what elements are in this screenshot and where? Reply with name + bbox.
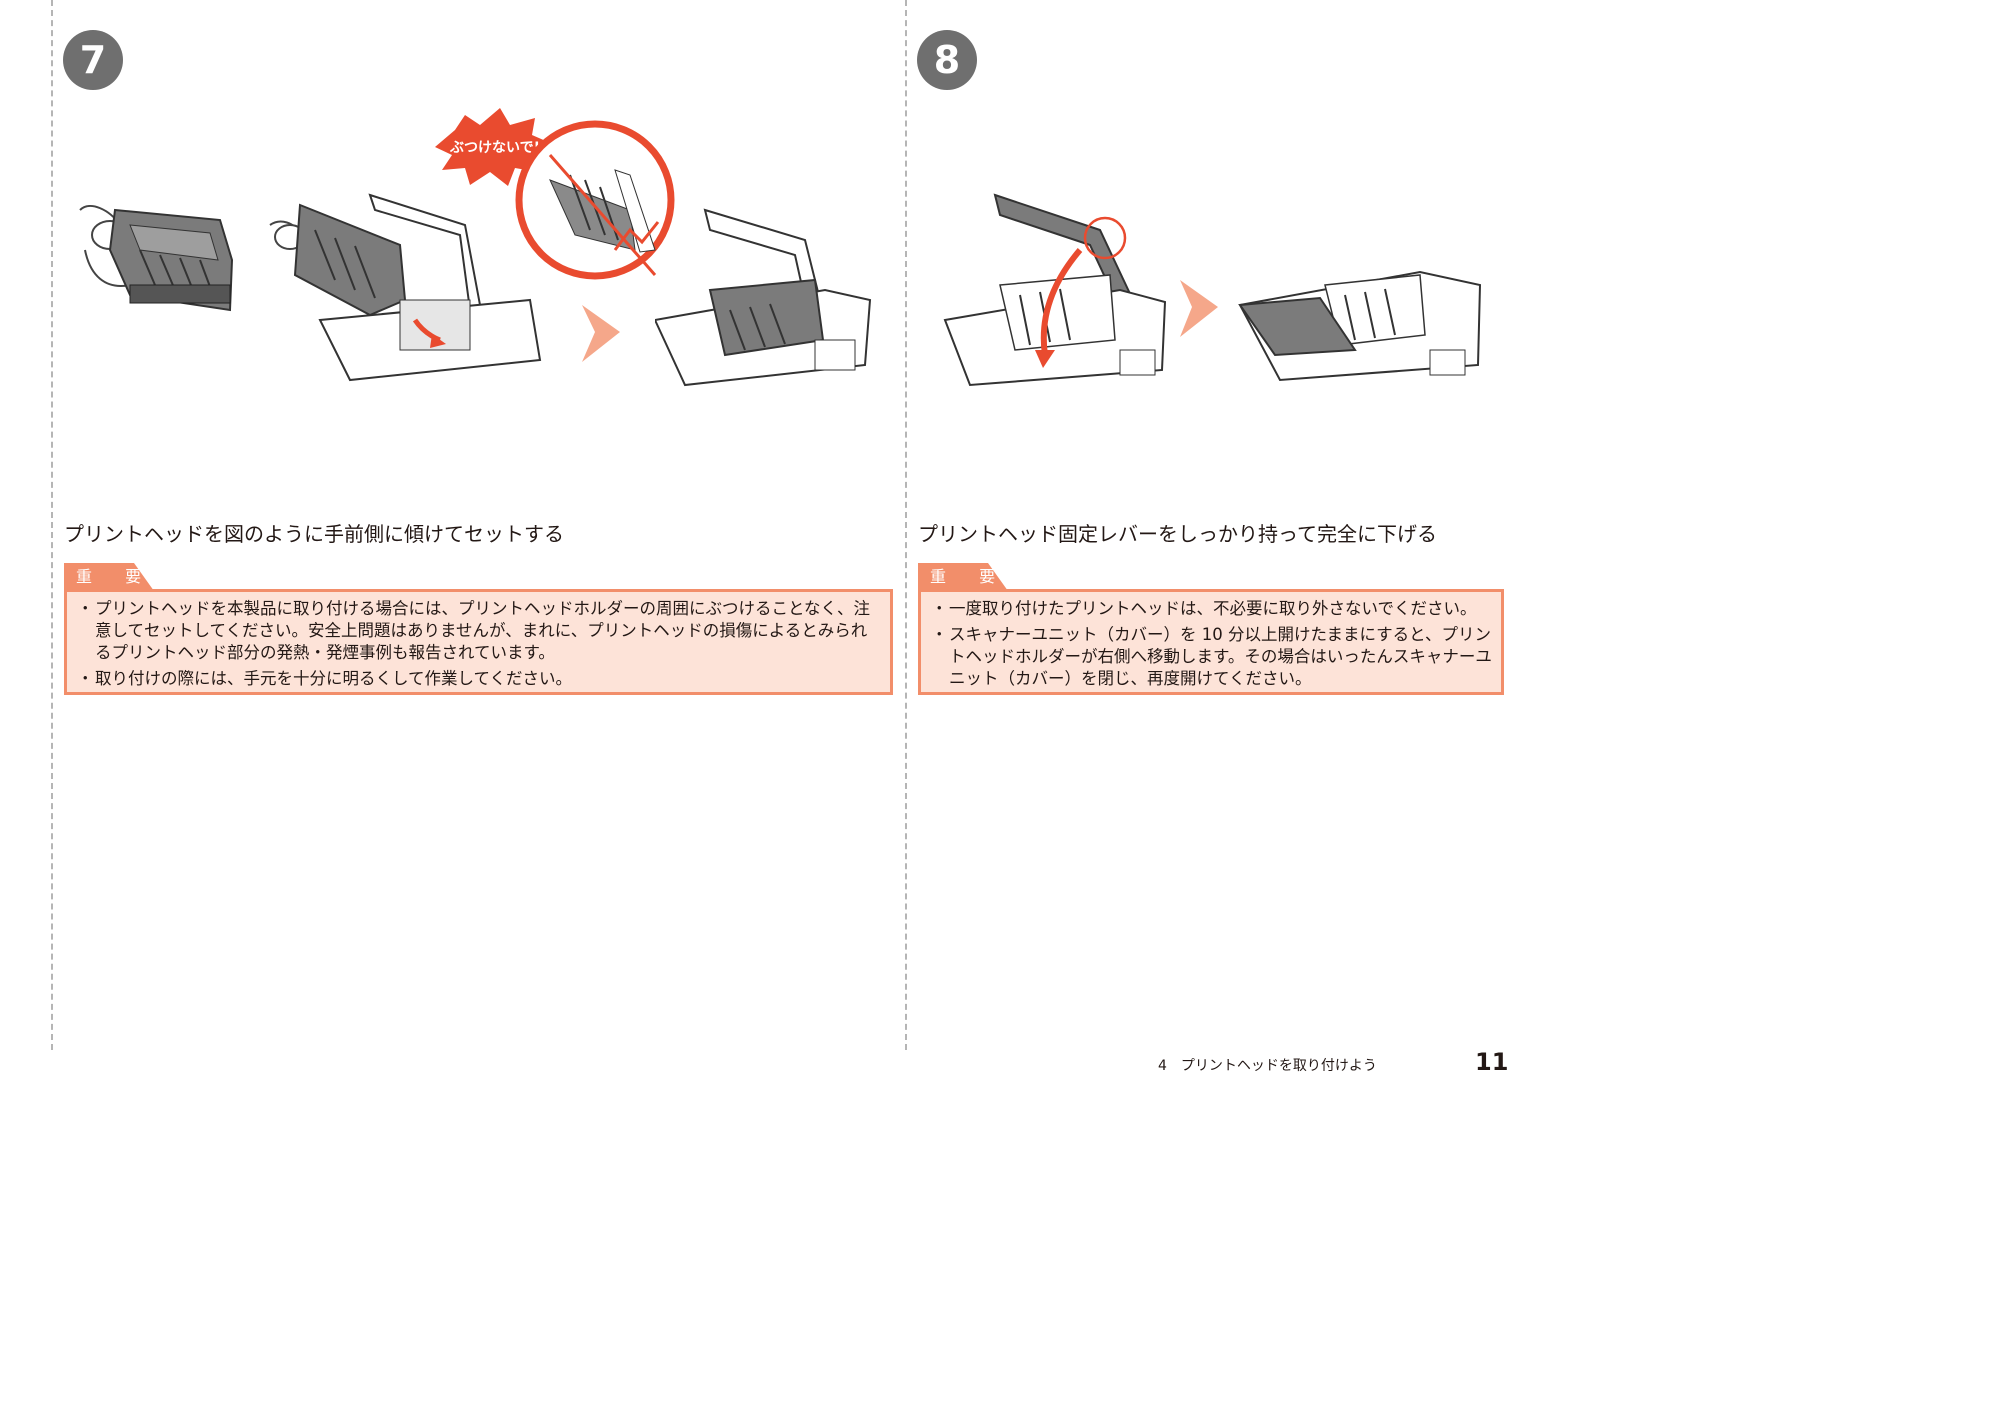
printhead-inserting-image bbox=[269, 193, 542, 382]
step-7-illustration: ぶつけないで! bbox=[79, 108, 675, 382]
list-item: ・取り付けの際には、手元を十分に明るくして作業してください。 bbox=[77, 669, 573, 688]
center-divider bbox=[905, 0, 907, 1050]
step-7-section: 7 ぶつけないで! bbox=[0, 0, 900, 1050]
step-8-important-box: ・一度取り付けたプリントヘッドは、不必要に取り外さないでください。 ・スキャナー… bbox=[918, 589, 1504, 695]
step-8-section: 8 プリントヘッド固定レバーをしっかり持って完全に下げる 重 要 bbox=[905, 0, 1550, 1050]
step-7-title: プリントヘッドを図のように手前側に傾けてセットする bbox=[64, 522, 564, 546]
step-8-title: プリントヘッド固定レバーをしっかり持って完全に下げる bbox=[918, 522, 1437, 546]
step-8-badge: 8 bbox=[917, 30, 977, 90]
step-7-important-label: 重 要 bbox=[76, 567, 156, 586]
step-7-important-tag: 重 要 bbox=[64, 563, 166, 591]
caution-detail-circle bbox=[515, 120, 675, 280]
warning-burst-text: ぶつけないで! bbox=[449, 140, 540, 156]
step-8-illustration bbox=[943, 193, 1482, 387]
page-number: 11 bbox=[1475, 1048, 1509, 1076]
step-8-important-tag: 重 要 bbox=[918, 563, 1020, 591]
step-7-important-box: ・プリントヘッドを本製品に取り付ける場合には、プリントヘッドホルダーの周囲にぶつ… bbox=[64, 589, 893, 695]
list-item: ・一度取り付けたプリントヘッドは、不必要に取り外さないでください。 bbox=[931, 599, 1477, 618]
left-margin-divider bbox=[51, 0, 53, 1050]
footer-chapter-title: 4 プリントヘッドを取り付けよう bbox=[1158, 1058, 1377, 1074]
list-item: ・スキャナーユニット（カバー）を 10 分以上開けたままにすると、プリントヘッド… bbox=[931, 625, 1492, 688]
step-7-result-illustration bbox=[655, 208, 872, 387]
step-8-next-arrow bbox=[1180, 280, 1218, 337]
step-7-badge: 7 bbox=[63, 30, 123, 90]
list-item: ・プリントヘッドを本製品に取り付ける場合には、プリントヘッドホルダーの周囲にぶつ… bbox=[77, 599, 871, 662]
lever-lowering-image bbox=[943, 193, 1167, 387]
lever-closed-image bbox=[1238, 270, 1482, 382]
step-8-important-label: 重 要 bbox=[930, 567, 1010, 586]
printhead-held-image bbox=[79, 205, 234, 312]
step-7-next-arrow bbox=[582, 305, 620, 362]
